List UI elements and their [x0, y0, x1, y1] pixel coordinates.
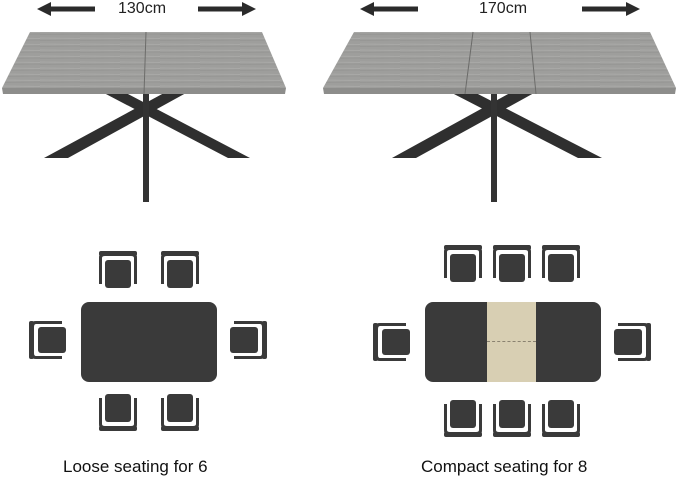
arrow-right-icon — [198, 2, 256, 16]
chair-icon — [228, 318, 268, 362]
seating-plan-8 — [320, 240, 679, 440]
extension-leaf — [487, 302, 536, 382]
chair-icon — [158, 250, 202, 290]
arrow-left-icon — [37, 2, 95, 16]
chair-icon — [96, 392, 140, 432]
dimension-label-130: 130cm — [118, 0, 167, 17]
chair-icon — [539, 398, 583, 438]
chair-icon — [441, 244, 485, 284]
chair-icon — [441, 398, 485, 438]
chair-icon — [490, 244, 534, 284]
extension-fold-line — [487, 341, 536, 342]
caption-loose-seating: Loose seating for 6 — [63, 457, 208, 476]
table-130-illustration — [2, 31, 286, 202]
arrow-right-icon — [582, 2, 640, 16]
chair-icon — [158, 392, 202, 432]
chair-icon — [490, 398, 534, 438]
chair-icon — [372, 320, 412, 364]
table-170-illustration — [323, 31, 676, 202]
chair-icon — [96, 250, 140, 290]
arrow-left-icon — [360, 2, 418, 16]
dimension-label-170: 170cm — [479, 0, 528, 17]
table-top-view — [81, 302, 217, 382]
right-panel: 170cm Compact seating for 8 — [320, 0, 679, 479]
seating-plan-6 — [0, 240, 300, 440]
chair-icon — [539, 244, 583, 284]
left-panel: 130cm Loose seating for 6 — [0, 0, 300, 479]
caption-compact-seating: Compact seating for 8 — [421, 457, 588, 476]
chair-icon — [612, 320, 652, 364]
chair-icon — [28, 318, 68, 362]
